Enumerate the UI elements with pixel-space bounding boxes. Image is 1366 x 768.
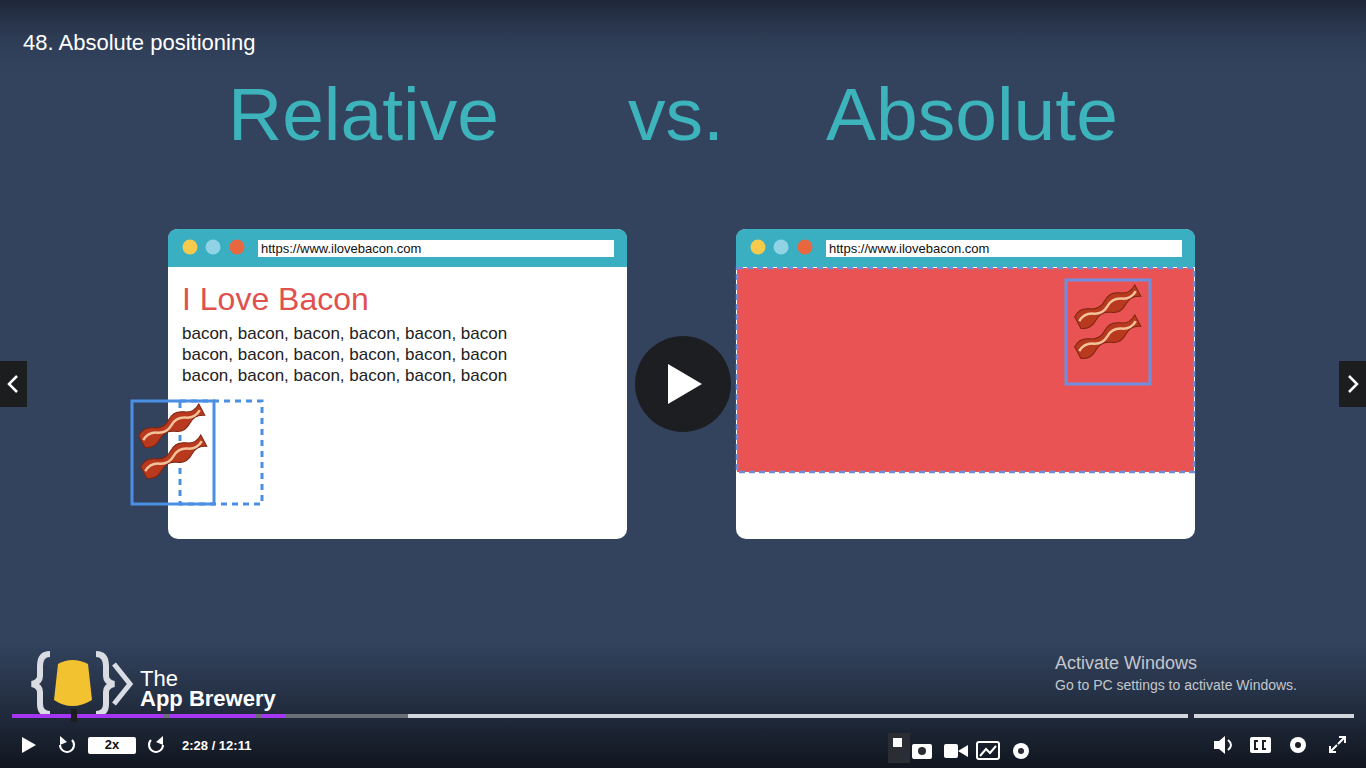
url-bar-text: https://www.ilovebacon.com — [258, 240, 614, 257]
watermark: Activate Windows — [1055, 654, 1197, 672]
prev-arrow — [0, 361, 27, 407]
time-display: 2:28 / 12:11 — [182, 739, 251, 752]
next-arrow — [1339, 361, 1366, 407]
controls-shade — [0, 640, 1366, 768]
page-body-text: bacon, bacon, bacon, bacon, bacon, bacon… — [182, 323, 537, 386]
speed-box: 2x — [88, 737, 136, 754]
control-icons — [22, 733, 1345, 763]
logo-text: The — [140, 668, 178, 690]
speed-text: 2x — [88, 738, 136, 751]
app-brewery-logo — [32, 654, 130, 714]
watermark: Go to PC settings to activate Windows. — [1055, 678, 1297, 692]
title-shade — [0, 0, 1366, 80]
progress-bar — [12, 709, 1354, 722]
lecture-title: 48. Absolute positioning — [23, 32, 255, 54]
slide-heading: vs. — [628, 77, 724, 152]
slide-heading: Absolute — [826, 77, 1118, 152]
slide-heading: Relative — [228, 77, 499, 152]
logo-text: App Brewery — [140, 688, 276, 710]
play-button — [635, 336, 731, 432]
browser-window: https://www.ilovebacon.com I Love Bacon ba… — [168, 229, 627, 539]
window-illustration — [676, 229, 1195, 539]
browser-window: https://www.ilovebacon.com — [736, 229, 1195, 539]
url-bar-text: https://www.ilovebacon.com — [826, 240, 1182, 257]
page-heading: I Love Bacon — [182, 283, 369, 315]
